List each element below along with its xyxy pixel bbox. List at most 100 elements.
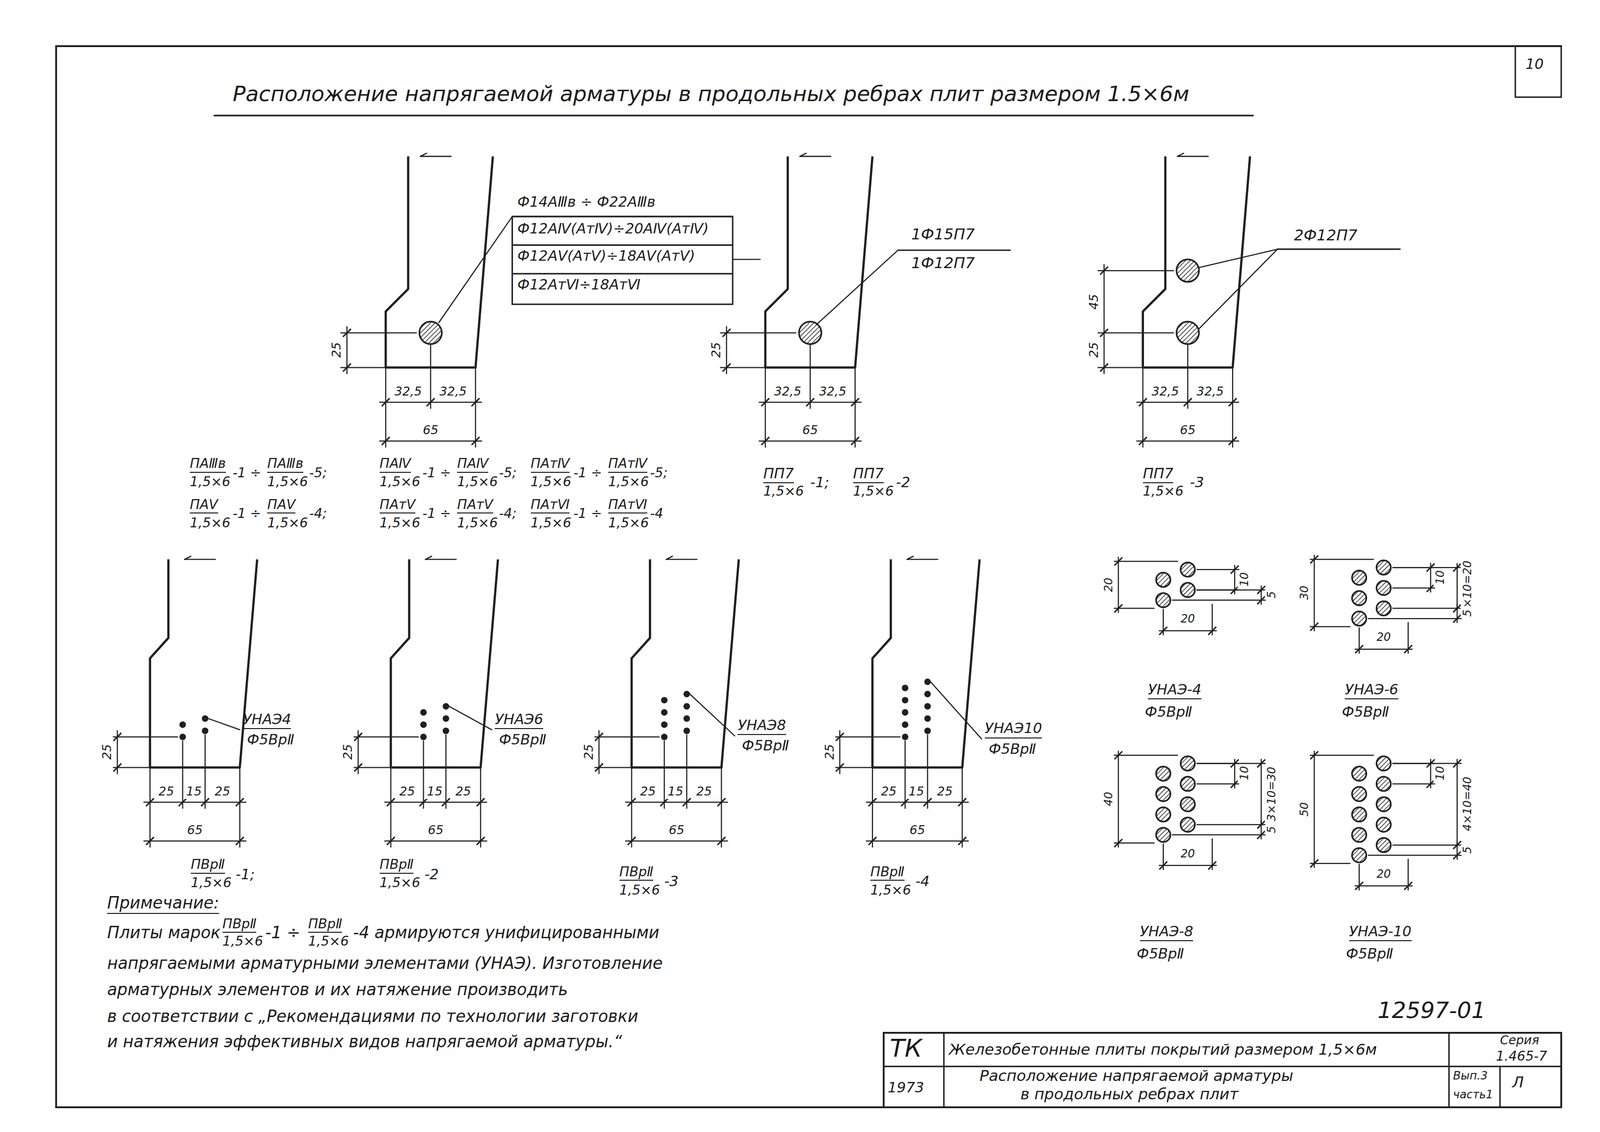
drawing-label: Ф5ВрⅡ: [246, 731, 294, 748]
drawing-label: 1,5×6: [379, 875, 421, 891]
wire-section: [442, 702, 450, 710]
dimension-label: 10: [1433, 569, 1447, 586]
drawing-line: [1114, 604, 1122, 612]
dimension-label: 15: [666, 784, 685, 799]
drawing-label: -5;: [649, 465, 668, 481]
dimension-label: 25: [935, 784, 954, 799]
drawing-label: ПАⅣ: [379, 456, 411, 473]
drawing-line: [1456, 759, 1458, 846]
drawing-label: -1 ÷: [422, 465, 452, 481]
drawing-line: [836, 763, 844, 771]
drawing-label: -1 ÷: [573, 506, 603, 522]
drawing-label: 1Ф12П7: [911, 254, 975, 273]
drawing-line: [930, 682, 982, 740]
rebar-section: [1155, 807, 1171, 822]
drawing-label: -1 ÷: [573, 465, 603, 481]
drawing-label: ПАтⅤ: [379, 497, 416, 515]
drawing-line: [851, 437, 859, 445]
drawing-line: [907, 556, 914, 560]
drawing-line: [666, 558, 697, 560]
wire-section: [661, 721, 668, 729]
rebar-section: [1352, 787, 1367, 802]
drawing-label: 1,5×6: [853, 483, 894, 500]
drawing-line: [1313, 555, 1315, 631]
frame-box: [512, 216, 733, 305]
drawing-line: [1229, 437, 1237, 445]
drawing-label: 1,5×6: [308, 933, 349, 950]
dimension-label: 5: [1264, 824, 1278, 835]
drawing-label: Ф5ВрⅡ: [742, 737, 790, 754]
drawing-label: ПВрⅡ: [308, 916, 343, 934]
rib-outline: [150, 559, 258, 768]
drawing-line: [595, 763, 603, 771]
wire-section: [901, 696, 909, 704]
drawing-line: [1197, 589, 1266, 591]
drawing-line: [726, 326, 728, 374]
drawing-line: [382, 437, 390, 445]
drawing-line: [1197, 824, 1266, 826]
drawing-label: Расположение напрягаемой арматуры: [979, 1067, 1294, 1086]
drawing-line: [178, 798, 186, 806]
drawing-label: напрягаемыми арматурными элементами (УНА…: [107, 954, 663, 973]
dimension-label: 20: [1179, 612, 1197, 626]
dimension-label: 25: [398, 784, 416, 799]
drawing-line: [1355, 882, 1363, 890]
drawing-label: ПВрⅡ: [379, 857, 414, 874]
rebar-section: [1352, 590, 1367, 606]
wire-section: [442, 727, 450, 735]
drawing-label: ПВрⅡ: [870, 864, 905, 882]
drawing-line: [1257, 586, 1265, 594]
rebar-section: [1155, 827, 1171, 843]
dimension-label: 65: [1178, 423, 1197, 438]
drawing-line: [904, 741, 906, 809]
dimension-label: 25: [329, 340, 344, 359]
wire-section: [420, 733, 427, 741]
drawing-label: Ф5ВрⅡ: [1341, 703, 1389, 721]
drawing-label: 1,5×6: [189, 515, 231, 531]
drawing-line: [1257, 821, 1265, 829]
drawing-line: [1159, 627, 1167, 635]
drawing-label: -1 ÷: [232, 465, 262, 481]
dimension-label: 65: [800, 423, 819, 438]
drawing-line: [761, 437, 769, 445]
drawing-line: [732, 258, 761, 260]
drawing-label: -3: [1189, 474, 1204, 491]
drawing-line: [898, 249, 1011, 251]
drawing-line: [1117, 557, 1119, 613]
drawing-line: [474, 367, 476, 448]
drawing-line: [353, 766, 391, 768]
drawing-line: [1392, 607, 1462, 609]
drawing-line: [184, 558, 216, 560]
rebar-section: [1376, 580, 1391, 596]
drawing-line: [55, 46, 58, 1108]
drawing-line: [851, 398, 859, 406]
drawing-line: [800, 155, 831, 157]
drawing-line: [1159, 630, 1217, 632]
rebar-section: [1155, 787, 1171, 802]
frame-box: [883, 1032, 1562, 1108]
wire-section: [901, 709, 909, 716]
drawing-line: [390, 767, 392, 848]
drawing-line: [625, 840, 728, 842]
wire-section: [661, 709, 668, 716]
drawing-label: 1,5×6: [267, 474, 308, 490]
wire-section: [661, 733, 668, 741]
drawing-line: [1136, 440, 1239, 442]
drawing-line: [427, 398, 435, 406]
drawing-line: [425, 558, 457, 560]
drawing-line: [1499, 1066, 1501, 1108]
rebar-section: [1376, 838, 1391, 853]
wire-section: [201, 727, 209, 735]
drawing-line: [866, 840, 969, 842]
dimension-label: 3×10=30: [1264, 765, 1278, 823]
rebar-section: [1376, 797, 1391, 812]
drawing-line: [628, 837, 635, 845]
drawing-line: [354, 763, 362, 771]
drawing-line: [385, 367, 387, 448]
drawing-line: [594, 766, 632, 768]
drawing-label: ПП7: [763, 465, 795, 484]
wire-section: [179, 733, 186, 741]
drawing-line: [1114, 561, 1178, 563]
drawing-line: [1139, 437, 1147, 445]
